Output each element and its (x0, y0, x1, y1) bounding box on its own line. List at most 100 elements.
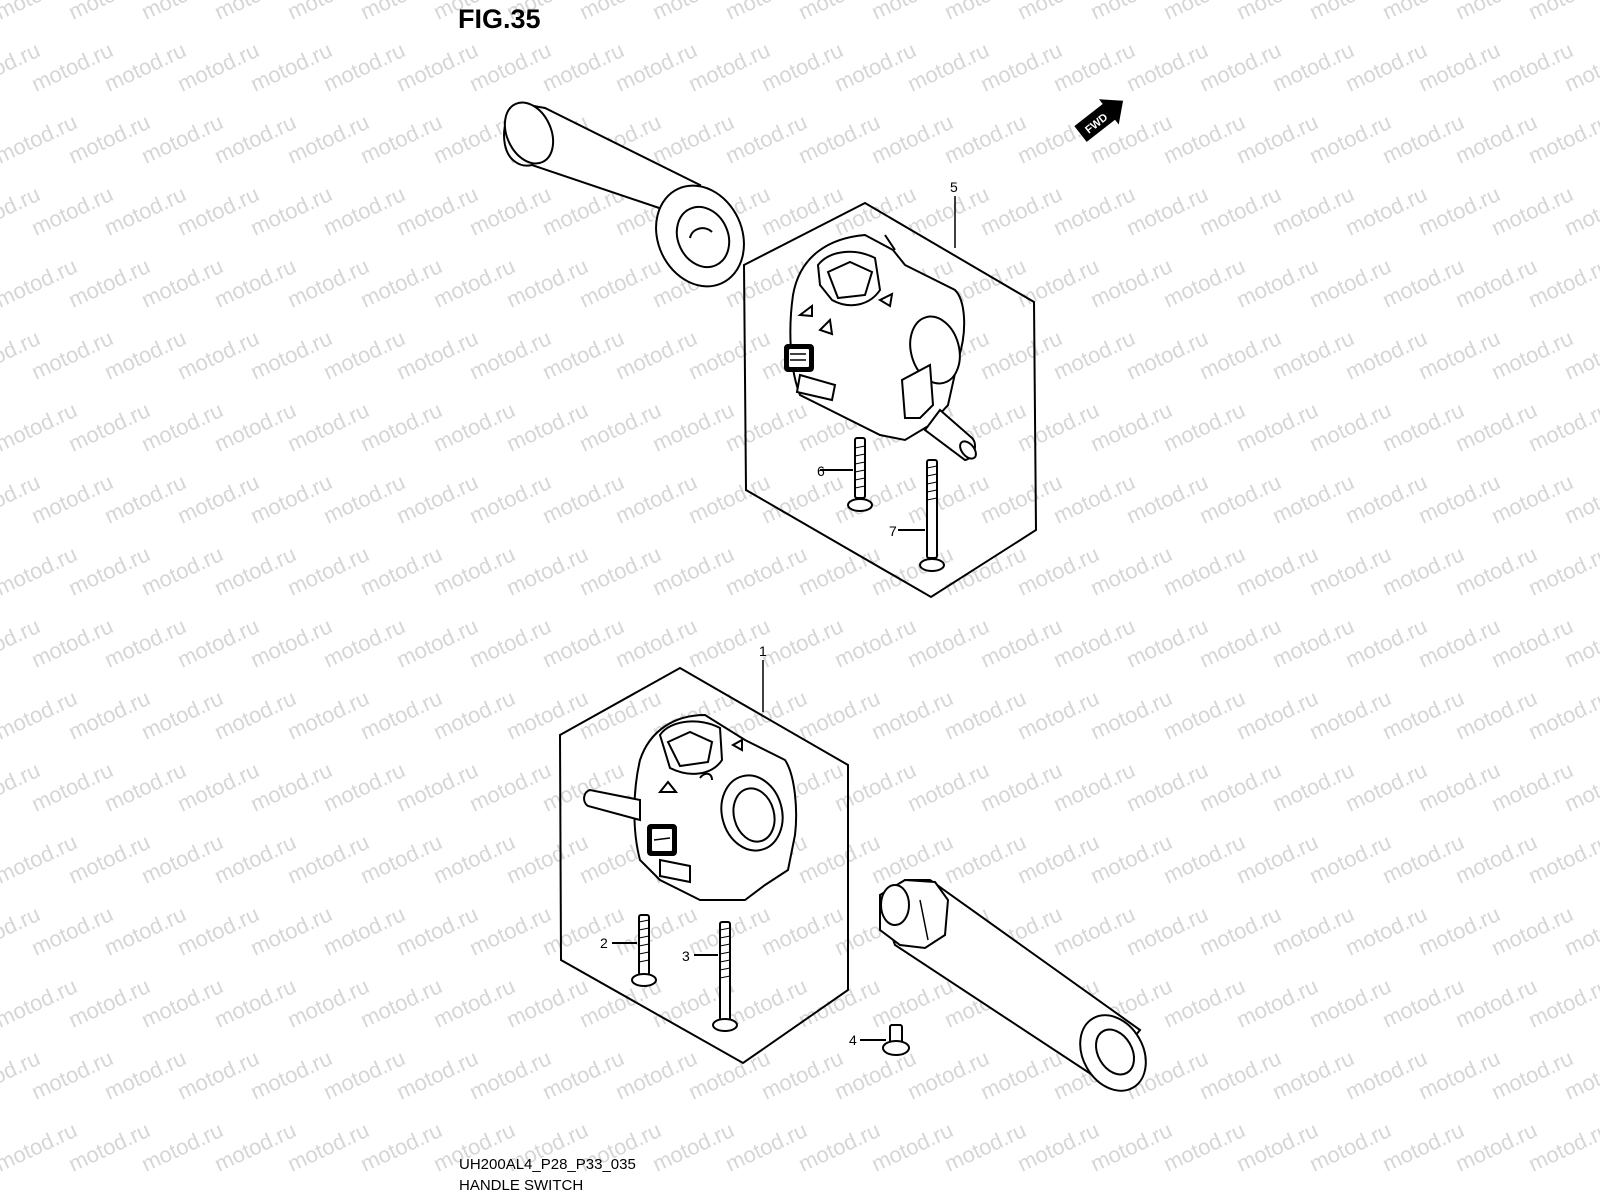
watermark-text: motod.ru (649, 397, 738, 456)
watermark-text: motod.ru (28, 757, 117, 816)
screw-3 (694, 921, 738, 1032)
watermark-text: motod.ru (28, 901, 117, 960)
watermark-text: motod.ru (1342, 181, 1431, 240)
watermark-text: motod.ru (612, 1045, 701, 1104)
watermark-text: motod.ru (831, 613, 920, 672)
watermark-text: motod.ru (1306, 685, 1395, 744)
watermark-text: motod.ru (357, 541, 446, 600)
watermark-text: motod.ru (1160, 397, 1249, 456)
watermark-text: motod.ru (868, 109, 957, 168)
left-handle-switch (583, 713, 798, 901)
watermark-text: motod.ru (1415, 325, 1504, 384)
watermark-text: motod.ru (1087, 541, 1176, 600)
watermark-text: motod.ru (795, 109, 884, 168)
watermark-text: motod.ru (65, 685, 154, 744)
watermark-text: motod.ru (1196, 1045, 1285, 1104)
watermark-text: motod.ru (466, 325, 555, 384)
watermark-text: motod.ru (357, 685, 446, 744)
watermark-text: motod.ru (1452, 109, 1541, 168)
watermark-text: motod.ru (831, 181, 920, 240)
watermark-text: motod.ru (393, 181, 482, 240)
watermark-text: motod.ru (977, 1045, 1066, 1104)
figure-title: FIG.35 (458, 4, 541, 34)
watermark-text: motod.ru (1379, 973, 1468, 1032)
watermark-text: motod.ru (1525, 685, 1600, 744)
watermark-text: motod.ru (795, 685, 884, 744)
watermark-text: motod.ru (211, 685, 300, 744)
watermark-text: motod.ru (795, 541, 884, 600)
watermark-text: motod.ru (576, 541, 665, 600)
watermark-text: motod.ru (393, 325, 482, 384)
watermark-text: motod.ru (101, 1045, 190, 1104)
watermark-text: motod.ru (1087, 685, 1176, 744)
watermark-text: motod.ru (284, 253, 373, 312)
watermark-text: motod.ru (284, 397, 373, 456)
watermark-text: motod.ru (357, 829, 446, 888)
watermark-text: motod.ru (1525, 397, 1600, 456)
watermark-text: motod.ru (1014, 829, 1103, 888)
watermark-text: motod.ru (1415, 901, 1504, 960)
watermark-text: motod.ru (466, 1045, 555, 1104)
watermark-text: motod.ru (247, 181, 336, 240)
watermark-text: motod.ru (503, 253, 592, 312)
watermark-text: motod.ru (466, 901, 555, 960)
watermark-text: motod.ru (1196, 37, 1285, 96)
watermark-text: motod.ru (28, 37, 117, 96)
watermark-text: motod.ru (320, 325, 409, 384)
watermark-text: motod.ru (1452, 1117, 1541, 1176)
watermark-text: motod.ru (1123, 469, 1212, 528)
watermark-text: motod.ru (393, 901, 482, 960)
watermark-text: motod.ru (1050, 613, 1139, 672)
watermark-text: motod.ru (211, 1117, 300, 1176)
watermark-text: motod.ru (685, 325, 774, 384)
watermark-text: motod.ru (1123, 181, 1212, 240)
watermark-text: motod.ru (795, 973, 884, 1032)
watermark-text: motod.ru (0, 541, 81, 600)
watermark-text: motod.ru (174, 37, 263, 96)
watermark-text: motod.ru (101, 469, 190, 528)
watermark-text: motod.ru (1452, 541, 1541, 600)
watermark-text: motod.ru (320, 1045, 409, 1104)
watermark-text: motod.ru (430, 253, 519, 312)
watermark-text: motod.ru (1269, 1045, 1358, 1104)
switch-kit-5-box (742, 201, 1038, 599)
watermark-text: motod.ru (831, 1045, 920, 1104)
watermark-text: motod.ru (430, 541, 519, 600)
watermark-text: motod.ru (1050, 901, 1139, 960)
watermark-text: motod.ru (1233, 973, 1322, 1032)
watermark-text: motod.ru (649, 541, 738, 600)
watermark-text: motod.ru (1014, 397, 1103, 456)
watermark-text: motod.ru (0, 1117, 81, 1176)
watermark-text: motod.ru (758, 37, 847, 96)
watermark-text: motod.ru (1306, 973, 1395, 1032)
watermark-text: motod.ru (1196, 181, 1285, 240)
watermark-text: motod.ru (722, 397, 811, 456)
watermark-text: motod.ru (1233, 829, 1322, 888)
watermark-text: motod.ru (977, 325, 1066, 384)
watermark-text: motod.ru (174, 325, 263, 384)
watermark-text: motod.ru (1123, 613, 1212, 672)
watermark-text: motod.ru (612, 37, 701, 96)
watermark-text: motod.ru (977, 469, 1066, 528)
watermark-text: motod.ru (1269, 37, 1358, 96)
watermark-text: motod.ru (430, 829, 519, 888)
watermark-text: motod.ru (831, 757, 920, 816)
watermark-text: motod.ru (1488, 1045, 1577, 1104)
watermark-text: motod.ru (904, 469, 993, 528)
callout-4: 4 (849, 1032, 857, 1048)
watermark-text: motod.ru (904, 1045, 993, 1104)
watermark-text: motod.ru (1087, 829, 1176, 888)
watermark-text: motod.ru (357, 109, 446, 168)
watermark-text: motod.ru (1488, 901, 1577, 960)
watermark-text: motod.ru (466, 469, 555, 528)
watermark-text: motod.ru (1415, 181, 1504, 240)
watermark-text: motod.ru (65, 973, 154, 1032)
watermark-text: motod.ru (174, 901, 263, 960)
watermark-text: motod.ru (1087, 253, 1176, 312)
watermark-text: motod.ru (1269, 901, 1358, 960)
watermark-text: motod.ru (1269, 613, 1358, 672)
watermark-text: motod.ru (1525, 253, 1600, 312)
watermark-text: motod.ru (1306, 1117, 1395, 1176)
watermark-text: motod.ru (0, 829, 81, 888)
watermark-text: motod.ru (138, 253, 227, 312)
